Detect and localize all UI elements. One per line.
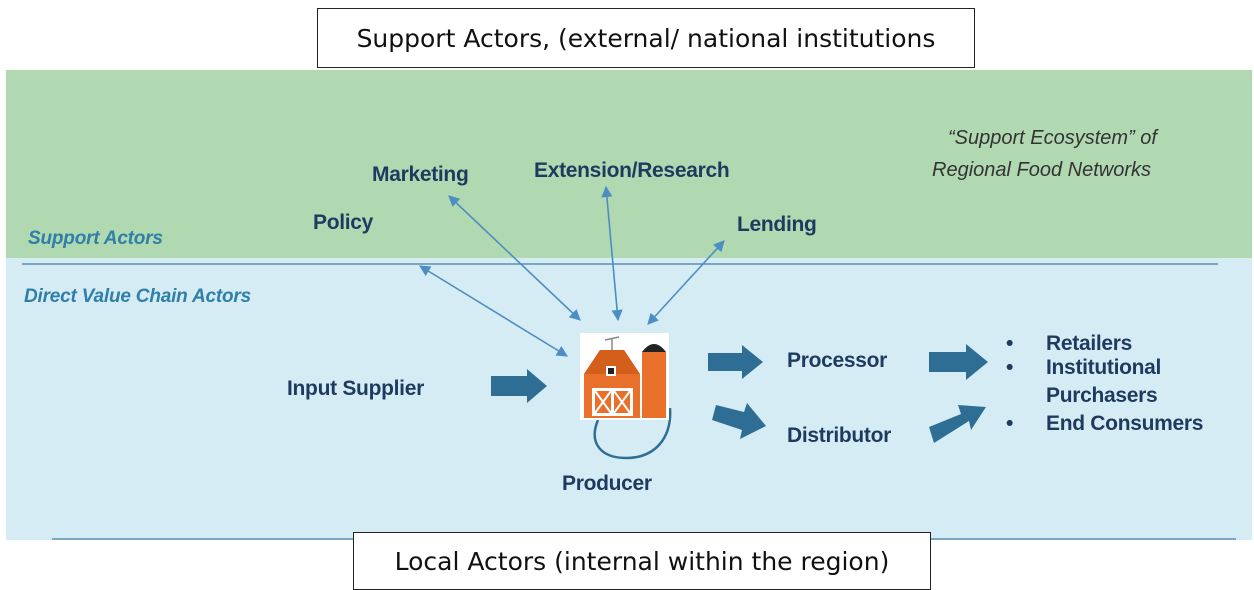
list-item-end-consumers: •End Consumers — [1006, 412, 1204, 435]
producer-label: Producer — [562, 472, 652, 495]
processor-to-end-arrow — [929, 344, 988, 380]
marketing-arrow — [448, 195, 581, 321]
ecosystem-caption-line-1: “Support Ecosystem” of — [948, 127, 1157, 149]
list-item-institutional: •Institutional — [1006, 356, 1162, 379]
input-to-producer-arrow — [491, 369, 547, 403]
extension-research-label: Extension/Research — [534, 159, 730, 182]
distributor-label: Distributor — [787, 424, 892, 447]
marketing-label: Marketing — [372, 163, 469, 186]
ecosystem-caption-line-2: Regional Food Networks — [932, 159, 1151, 181]
producer-to-processor-arrow — [708, 345, 763, 379]
barn-icon — [580, 333, 669, 420]
processor-label: Processor — [787, 349, 888, 372]
end-actors-list: •Retailers •Institutional Purchasers •En… — [1006, 332, 1203, 436]
distributor-to-end-arrow — [929, 405, 986, 443]
direct-value-chain-section-label: Direct Value Chain Actors — [24, 286, 251, 307]
lending-arrow — [647, 240, 725, 325]
list-item-purchasers: Purchasers — [1046, 384, 1158, 407]
external-support-actors-box: Support Actors, (external/ national inst… — [317, 8, 975, 68]
support-actors-section-label: Support Actors — [28, 228, 163, 249]
producer-loop-arrow — [593, 407, 672, 460]
producer-to-distributor-arrow — [712, 403, 766, 439]
support-actors-band — [6, 70, 1252, 258]
lending-label: Lending — [737, 213, 817, 236]
list-item-retailers: •Retailers — [1006, 332, 1133, 355]
local-actors-box: Local Actors (internal within the region… — [353, 532, 931, 590]
policy-arrow — [419, 265, 568, 357]
input-supplier-label: Input Supplier — [287, 377, 424, 400]
extension-research-arrow — [601, 185, 623, 322]
policy-label: Policy — [313, 211, 374, 234]
